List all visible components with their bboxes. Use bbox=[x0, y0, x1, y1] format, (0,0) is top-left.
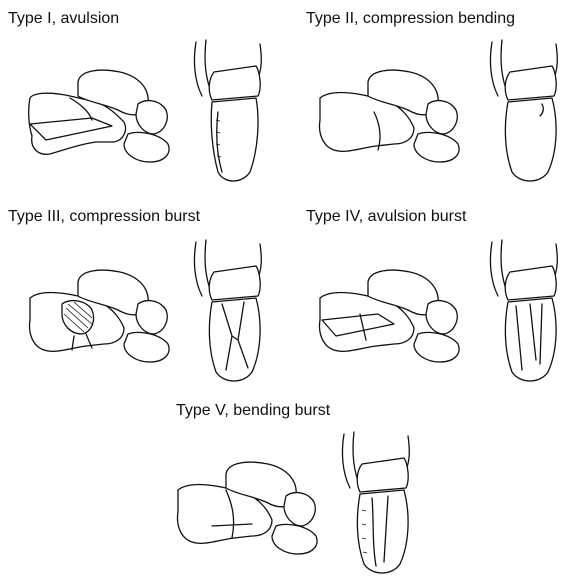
type-2-lateral-view bbox=[320, 70, 460, 162]
type-2-posterior-view bbox=[490, 40, 557, 181]
type-1-posterior-view bbox=[194, 40, 261, 181]
type-1-lateral-view bbox=[29, 70, 169, 162]
type-5-lateral-view bbox=[178, 462, 318, 554]
type-3-lateral-view bbox=[30, 270, 170, 362]
type-5-posterior-view bbox=[342, 432, 409, 573]
type-4-lateral-view bbox=[320, 270, 460, 362]
type-4-posterior-view bbox=[490, 240, 557, 381]
type-3-posterior-view bbox=[194, 240, 261, 381]
